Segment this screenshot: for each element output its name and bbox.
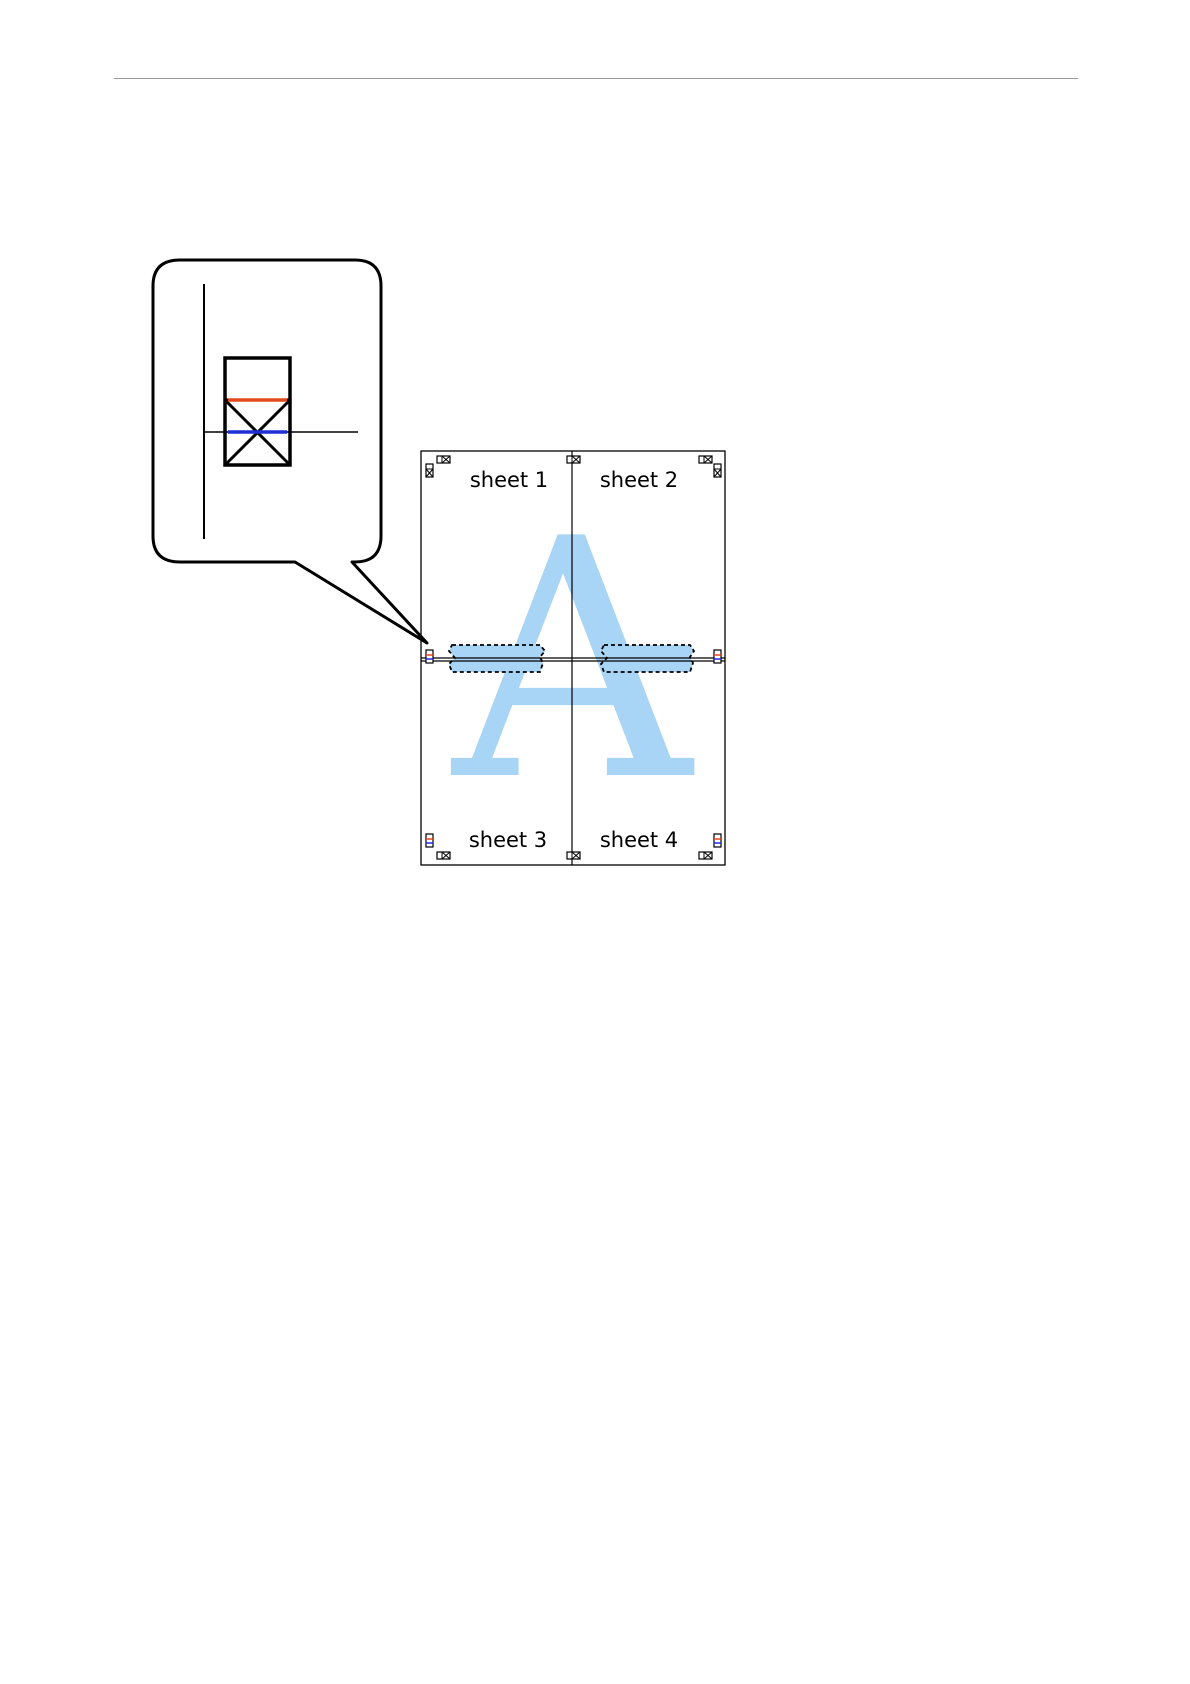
alignment-mark-colored [426,834,433,847]
alignment-mark [437,456,450,463]
sheet-4-label: sheet 4 [600,828,678,852]
alignment-mark-colored [426,650,433,663]
alignment-mark [699,456,712,463]
alignment-mark [567,852,580,859]
alignment-mark-colored [714,834,721,847]
sheet-3-label: sheet 3 [469,828,547,852]
alignment-mark [714,464,721,477]
alignment-mark [437,852,450,859]
sheet-2-label: sheet 2 [600,468,678,492]
zoom-callout [153,260,427,643]
alignment-mark [567,456,580,463]
alignment-mark [699,852,712,859]
alignment-mark [426,464,433,477]
alignment-mark-colored [714,650,721,663]
sheet-1-label: sheet 1 [470,468,548,492]
